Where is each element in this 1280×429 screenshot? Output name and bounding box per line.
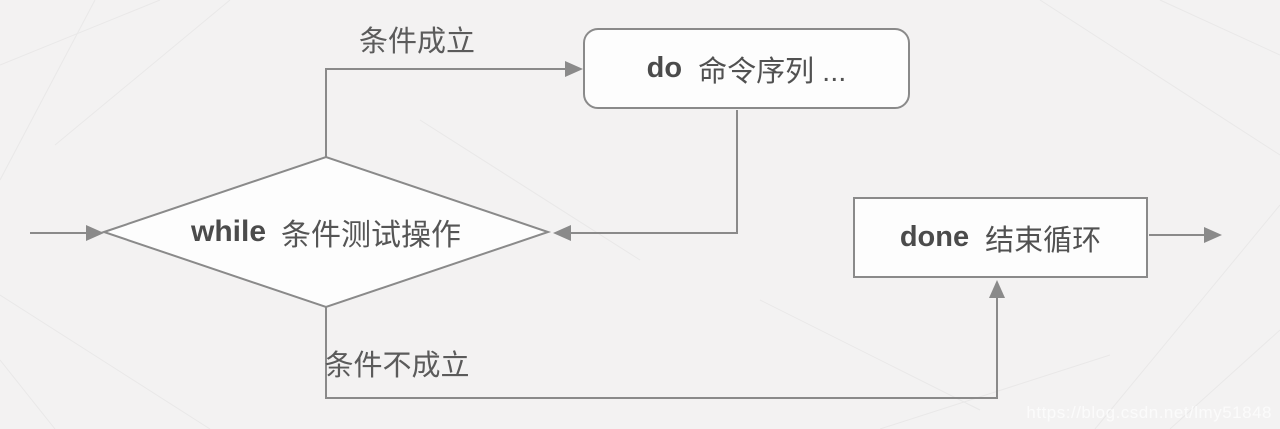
while-diamond-shape: [100, 155, 552, 309]
done-label: 结束循环: [985, 224, 1102, 257]
loop-back-connector: [553, 110, 738, 241]
condition-false-label: 条件不成立: [324, 350, 470, 382]
while-node-text: while 条件测试操作: [104, 157, 548, 307]
done-node: done 结束循环: [853, 197, 1148, 278]
entry-arrow: [30, 225, 104, 241]
condition-true-connector: [325, 61, 583, 157]
condition-true-label: 条件成立: [358, 26, 475, 58]
do-keyword: do: [646, 52, 683, 84]
watermark-text: https://blog.csdn.net/lmy51848: [1026, 403, 1272, 422]
exit-arrow: [1149, 227, 1222, 243]
do-node: do 命令序列 ...: [583, 28, 910, 109]
condition-false-connector: [325, 280, 1005, 399]
done-keyword: done: [899, 221, 970, 253]
while-keyword: while: [190, 215, 266, 248]
do-label: 命令序列 ...: [698, 55, 847, 88]
while-label: 条件测试操作: [281, 219, 461, 252]
